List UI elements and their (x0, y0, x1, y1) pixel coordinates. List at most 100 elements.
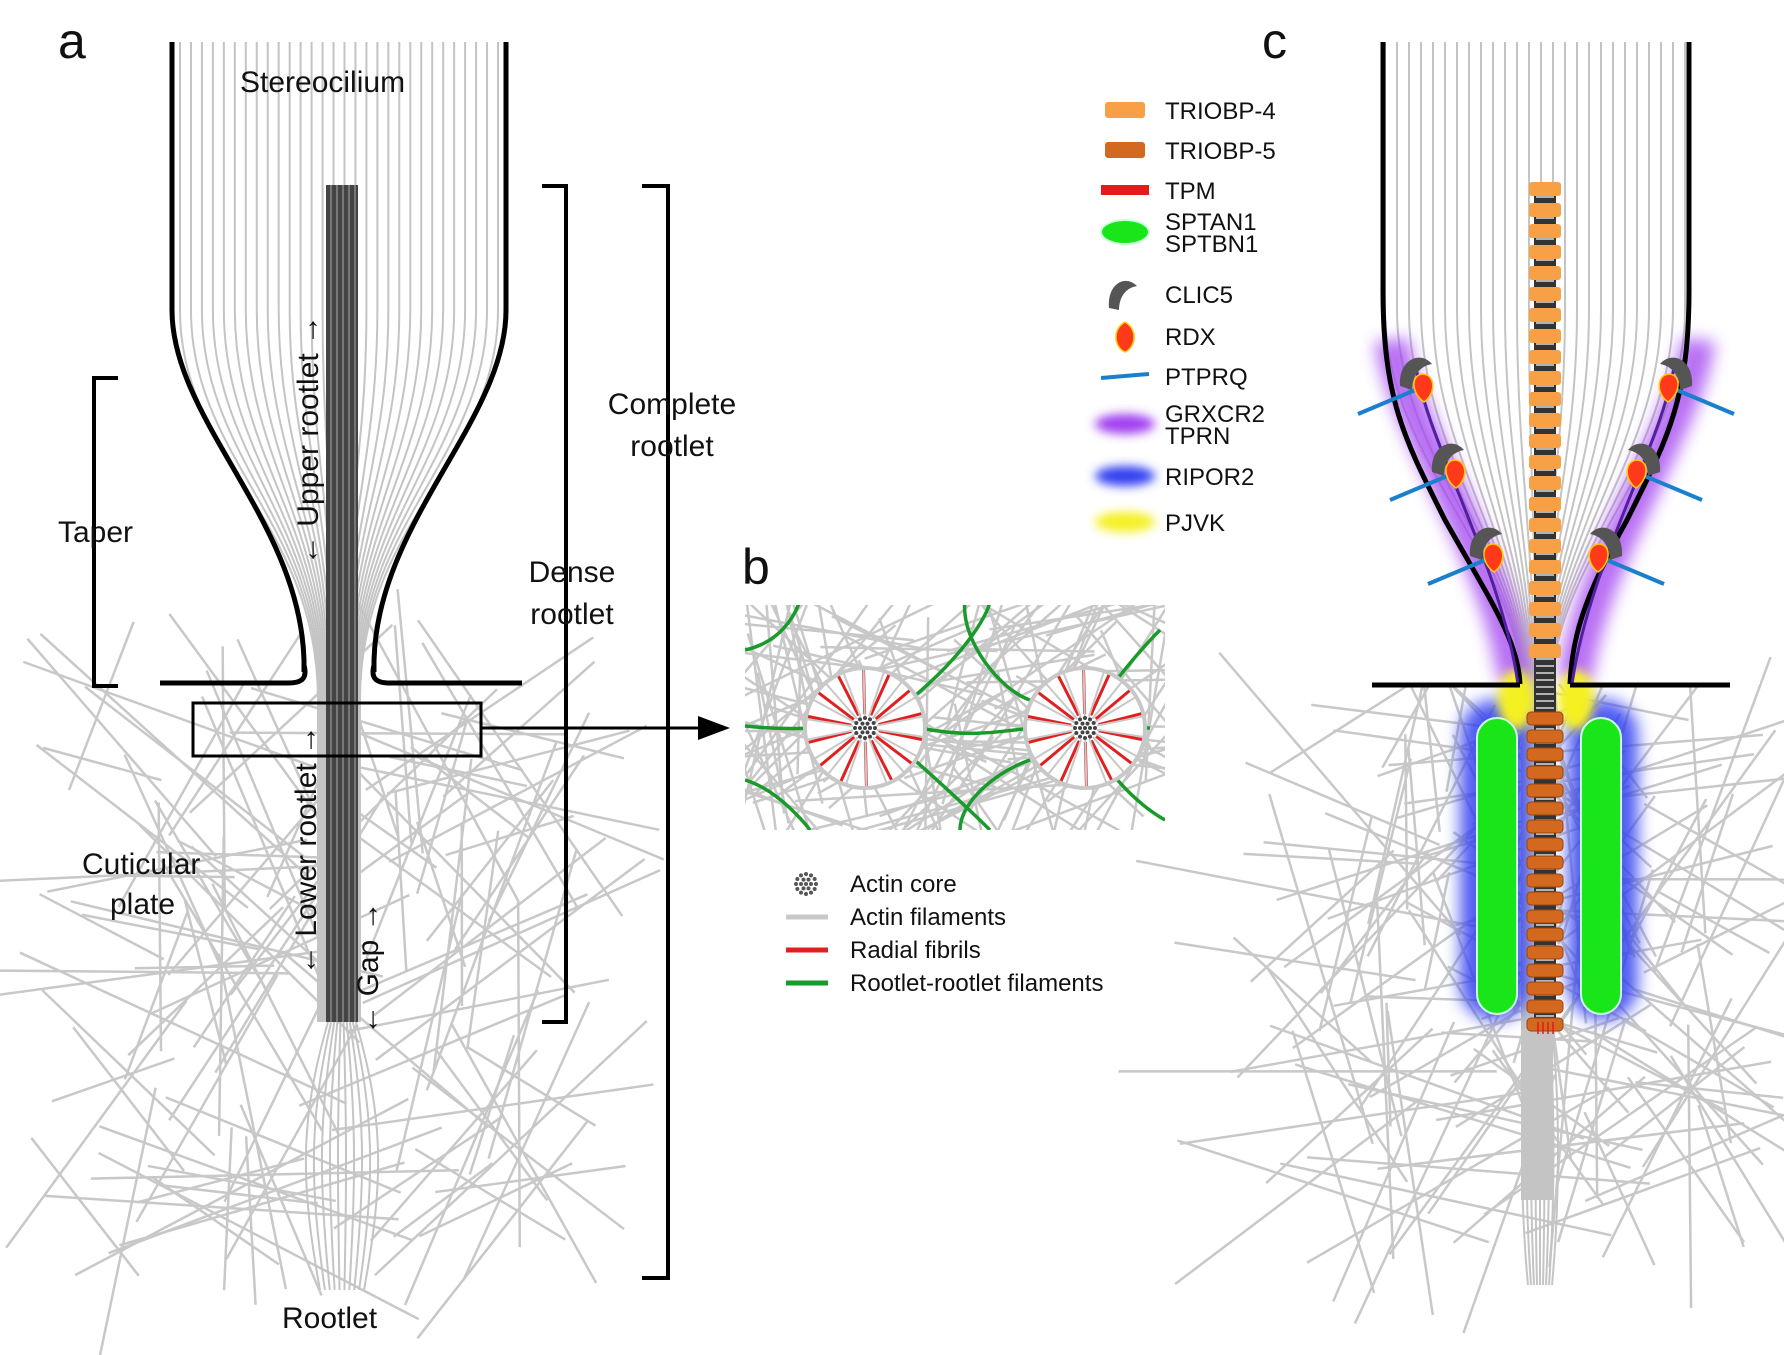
cuticle-filament (163, 1184, 318, 1205)
legend-label-c: TRIOBP-5 (1165, 138, 1276, 165)
actin-core-dot (1073, 726, 1077, 730)
rootlet-rootlet-filament (745, 778, 812, 830)
triobp4-segment (1529, 434, 1561, 448)
radial-fibril (869, 674, 891, 716)
radial-fibril (1095, 735, 1133, 765)
actin-filament (1025, 717, 1074, 728)
radial-fibril (1090, 739, 1113, 781)
cuticle-filament (72, 1026, 185, 1172)
legend-item-c: TPM (1101, 178, 1216, 205)
actin-core-dot (853, 726, 857, 730)
actin-filament (747, 605, 894, 784)
triobp5-segment (1526, 1017, 1564, 1032)
cuticle-filament (432, 758, 473, 1073)
cuticle-filament (388, 724, 648, 863)
triobp4-segment (1529, 518, 1561, 532)
actin-core-dot (865, 721, 870, 726)
legend-swatch (1095, 466, 1155, 486)
cuticle-filament (1236, 827, 1477, 1079)
cuticle-filament (324, 717, 665, 861)
actin-core-icon (814, 882, 818, 886)
legend-label-c-2: TPRN (1165, 423, 1230, 450)
legend-item-b: Radial fibrils (786, 937, 981, 964)
triobp5-segment (1526, 873, 1564, 888)
stereocilium-neck-left (160, 664, 308, 686)
cuticle-filament (5, 1000, 188, 1249)
membrane-proteins-c (1357, 357, 1735, 586)
cuticle-filament (1353, 1015, 1500, 1325)
rootlet-filament (304, 1021, 329, 1291)
cuticle-filament (1643, 901, 1784, 974)
actin-filament (875, 732, 919, 758)
cross-section-diagram (745, 605, 1165, 830)
taper-label: Taper (58, 516, 133, 549)
cuticle-filament (1375, 902, 1395, 1259)
clic5 (1469, 527, 1502, 560)
cuticle-filament (421, 642, 579, 908)
spectrin-left (1476, 717, 1518, 1015)
rootlet-filament (1551, 1029, 1559, 1286)
triobp5-segment (1526, 765, 1564, 780)
triobp5-segment (1526, 747, 1564, 762)
rootlet-filament (1521, 1029, 1529, 1286)
actin-filament (824, 682, 858, 720)
triobp4-segment (1529, 245, 1561, 259)
actin-core-dot (858, 734, 862, 739)
cuticle-filament (1245, 761, 1441, 846)
membrane-complex (1357, 357, 1434, 416)
cuticle-filament (135, 974, 279, 1223)
rdx (1626, 459, 1647, 489)
cuticle-filament (418, 1162, 573, 1238)
panel-c-legend: TRIOBP-4TRIOBP-5TPMSPTAN1SPTBN1CLIC5RDXP… (1095, 98, 1276, 537)
cuticle-filament (462, 1001, 591, 1281)
cuticle-filament (1386, 1010, 1435, 1316)
cuticle-filament (1348, 758, 1413, 1005)
legend-label-c: TRIOBP-4 (1165, 98, 1276, 125)
cuticle-filament (454, 754, 586, 951)
gap-label: ← Gap → (352, 901, 385, 1034)
legend-swatch (1095, 512, 1155, 532)
cuticle-filament (466, 830, 500, 1050)
cuticle-filament (221, 646, 227, 912)
actin-filament (989, 605, 1160, 631)
radial-fibril (1037, 691, 1075, 721)
actin-filament (946, 605, 1136, 731)
actin-core-dot (1074, 731, 1079, 735)
cuticle-filament (411, 1066, 625, 1231)
legend-label-c: PTPRQ (1165, 364, 1248, 391)
rootlet-rootlet-filament (958, 758, 1031, 830)
radial-fibril (874, 689, 911, 721)
cuticle-filament (415, 720, 469, 895)
cuticle-filament (168, 632, 303, 837)
rdx (1588, 543, 1609, 573)
cuticle-filament (117, 683, 245, 908)
legend-item-c: TRIOBP-5 (1105, 138, 1276, 165)
actin-core-icon (804, 872, 808, 876)
triobp4-segment (1529, 581, 1561, 595)
rootlet-filament (312, 1021, 333, 1291)
cuticle-filament (41, 989, 216, 1157)
actin-filament (902, 687, 977, 830)
legend-swatch (1095, 414, 1155, 434)
cuticle-filament (1657, 890, 1770, 954)
rootlet-cross-sections (803, 666, 1147, 790)
triobp4-segment (1529, 497, 1561, 511)
cuticle-filament (357, 716, 400, 837)
triobp4-segment (1529, 182, 1561, 196)
actin-core-dot (871, 731, 876, 735)
actin-core-icon (812, 887, 817, 891)
dense-rootlet-label-line2: rootlet (530, 598, 614, 631)
cuticle-filament (168, 880, 327, 1121)
actin-filament (745, 651, 866, 670)
cuticle-filament (1369, 1009, 1521, 1099)
cuticle-filament (156, 850, 341, 860)
legend-label-b: Radial fibrils (850, 937, 981, 964)
cuticle-filament (1230, 1016, 1530, 1074)
actin-filament (1044, 682, 1078, 720)
cuticle-filament (1696, 943, 1733, 1144)
cuticle-filament (1635, 1080, 1784, 1100)
cuticle-filament (441, 712, 625, 760)
complete-rootlet-bracket (642, 184, 670, 1280)
